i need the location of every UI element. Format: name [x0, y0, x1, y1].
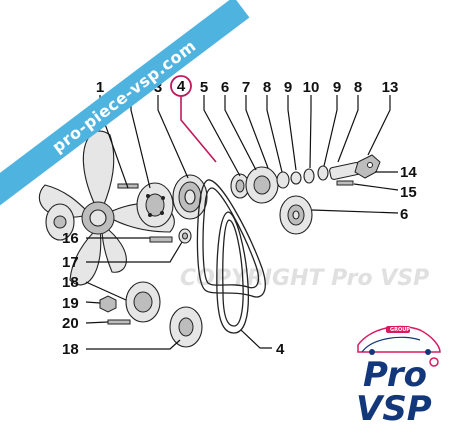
callout-18: 18 [62, 274, 79, 291]
bearing [276, 171, 290, 189]
nut [317, 165, 329, 181]
bracket-bolt [336, 180, 354, 186]
belt-inner [202, 187, 260, 289]
callout-14: 14 [400, 164, 417, 181]
copyright-watermark: COPYRIGHT Pro VSP [180, 266, 429, 291]
callout-5: 5 [200, 79, 208, 96]
fan-hub [136, 182, 174, 228]
callout-4-highlight: 4 [177, 78, 186, 95]
callout-6: 6 [221, 79, 229, 96]
callout-20: 20 [62, 315, 79, 332]
tensioner-bracket [329, 154, 381, 180]
callout-1: 1 [96, 79, 104, 96]
callout-8: 8 [263, 79, 271, 96]
washer [290, 171, 302, 185]
bolt [107, 319, 131, 325]
nut [99, 295, 117, 313]
callout-7: 7 [242, 79, 250, 96]
belt-long-outer [216, 211, 250, 334]
callout-8b: 8 [354, 79, 362, 96]
callout-17: 17 [62, 254, 79, 271]
pro-vsp-logo: GROUP Pro VSP [356, 325, 441, 429]
callout-18b: 18 [62, 341, 79, 358]
callout-9b: 9 [333, 79, 341, 96]
belt-outer [196, 179, 266, 298]
callout-6b: 6 [400, 206, 408, 223]
callout-3: 3 [154, 79, 162, 96]
callout-9: 9 [284, 79, 292, 96]
highlight-ring [170, 75, 192, 97]
belt-long-inner [222, 219, 244, 327]
bolt [149, 236, 173, 243]
callout-4: 4 [276, 341, 285, 358]
washer [303, 168, 315, 184]
callout-10: 10 [303, 79, 320, 96]
idler-pulley [245, 166, 279, 204]
callout-16: 16 [62, 230, 79, 247]
callout-labels: 1 2 3 5 6 7 8 9 10 9 8 13 14 15 6 16 17 … [62, 79, 417, 358]
crank-pulley [172, 174, 208, 220]
logo-dot-icon [429, 357, 439, 367]
logo-tag: GROUP [390, 327, 410, 333]
banner-text: pro-piece-vsp.com [48, 36, 199, 156]
highlight-leader [180, 96, 217, 163]
callout-13: 13 [382, 79, 399, 96]
water-pump-pulley [279, 195, 313, 235]
pulley [169, 306, 203, 348]
fan-bolt [117, 183, 139, 189]
callout-19: 19 [62, 295, 79, 312]
callout-15: 15 [400, 184, 417, 201]
logo-line1: Pro [363, 355, 427, 395]
logo-line2: VSP [356, 389, 432, 429]
alternator-pulley [125, 281, 161, 323]
